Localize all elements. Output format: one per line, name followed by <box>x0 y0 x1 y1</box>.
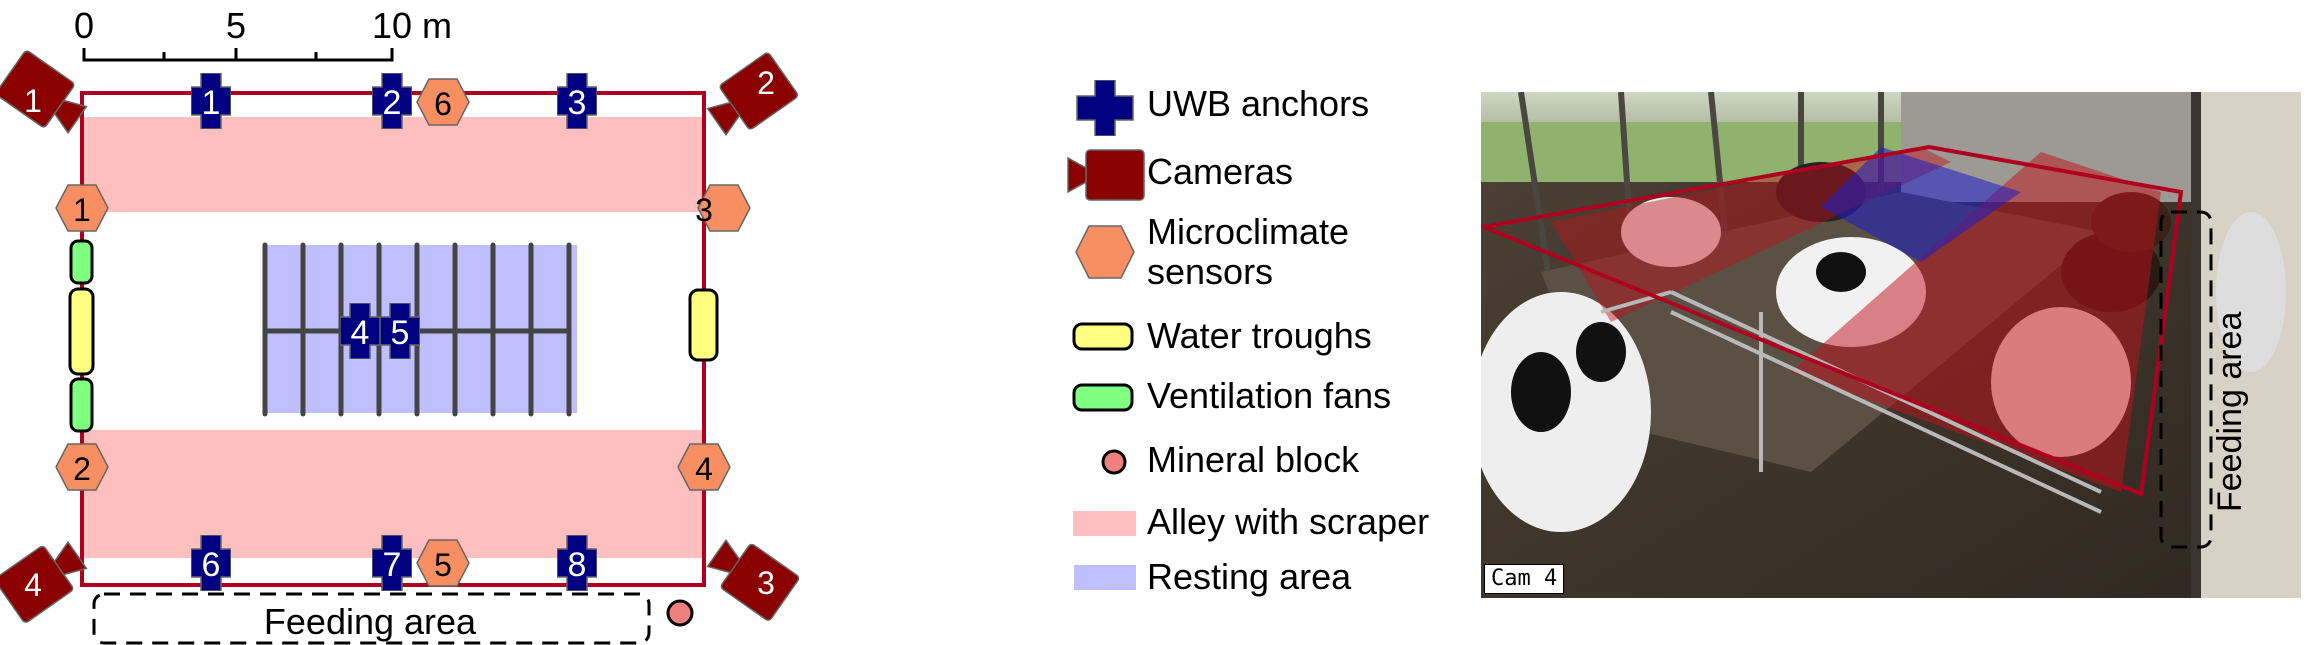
ventilation-fan-2 <box>69 377 94 433</box>
camera-2 <box>699 50 800 144</box>
svg-text:2: 2 <box>383 84 402 122</box>
feeding-area-outline <box>92 592 651 645</box>
mineral-block <box>666 599 694 627</box>
camera-3-label: 3 <box>757 565 775 601</box>
legend-fan-icon <box>1072 383 1134 412</box>
camera-4-label: 4 <box>24 567 42 603</box>
legend: UWB anchors Cameras Microclimate sensors… <box>1060 70 1480 645</box>
svg-text:1: 1 <box>202 84 221 122</box>
camera-1 <box>0 48 95 142</box>
uwb-anchor-2: 2 <box>372 73 412 129</box>
camera-4-photo: Feeding area Cam 4 <box>1481 92 2301 598</box>
feeding-area-label: Feeding area <box>264 601 477 642</box>
water-trough-2 <box>688 288 719 362</box>
sensor-2: 2 <box>55 443 109 491</box>
sensor-4: 4 <box>677 443 731 491</box>
photo-feeding-area-outline <box>2159 210 2213 549</box>
svg-text:3: 3 <box>695 192 713 228</box>
uwb-anchor-4: 4 <box>340 303 380 359</box>
uwb-anchor-7: 7 <box>372 535 412 591</box>
svg-text:6: 6 <box>202 546 221 584</box>
legend-alley-swatch <box>1073 511 1136 536</box>
svg-text:4: 4 <box>351 314 370 352</box>
legend-label-sensors-line1: Microclimate <box>1147 211 1350 252</box>
legend-uwb-icon <box>1076 80 1134 136</box>
sensor-1: 1 <box>55 184 109 232</box>
uwb-anchor-6: 6 <box>191 535 231 591</box>
legend-label-alley: Alley with scraper <box>1147 501 1430 542</box>
svg-text:2: 2 <box>73 451 91 487</box>
scale-tick-5: 5 <box>226 5 246 46</box>
svg-text:5: 5 <box>391 314 410 352</box>
alley-top <box>84 117 704 212</box>
legend-label-cameras: Cameras <box>1147 151 1294 192</box>
legend-trough-icon <box>1072 322 1134 351</box>
photo-feeding-area-label: Feeding area <box>2211 312 2249 512</box>
legend-mineral-icon <box>1101 449 1127 475</box>
svg-text:5: 5 <box>434 547 452 583</box>
svg-text:7: 7 <box>383 546 402 584</box>
scale-tick-10: 10 m <box>372 5 452 46</box>
legend-sensor-icon <box>1075 225 1135 279</box>
uwb-anchor-3: 3 <box>557 73 597 129</box>
camera-1-label: 1 <box>24 83 42 119</box>
uwb-anchor-1: 1 <box>191 73 231 129</box>
photo-alley-overlay-right <box>1791 152 2161 492</box>
photo-resting-overlay <box>1821 147 2021 262</box>
floor-plan: 0 5 10 m Feeding area 1 2 3 4 5 6 7 8 1 … <box>0 5 801 645</box>
water-trough-1 <box>68 287 95 376</box>
legend-label-resting: Resting area <box>1147 556 1352 597</box>
svg-text:3: 3 <box>568 84 587 122</box>
svg-text:1: 1 <box>73 192 91 228</box>
legend-label-uwb: UWB anchors <box>1147 83 1370 124</box>
legend-resting-swatch <box>1074 565 1136 590</box>
svg-text:6: 6 <box>434 86 452 122</box>
svg-text:4: 4 <box>695 451 713 487</box>
sensor-6: 6 <box>416 78 470 126</box>
sensor-3: 3 <box>695 184 751 232</box>
ventilation-fan-1 <box>69 239 94 285</box>
legend-label-fans: Ventilation fans <box>1147 375 1392 416</box>
legend-label-mineral: Mineral block <box>1147 439 1360 480</box>
legend-camera-icon <box>1067 149 1145 201</box>
svg-text:8: 8 <box>568 546 587 584</box>
legend-label-sensors-line2: sensors <box>1147 251 1274 292</box>
legend-label-troughs: Water troughs <box>1147 315 1372 356</box>
uwb-anchor-5: 5 <box>380 303 420 359</box>
camera-label-tag: Cam 4 <box>1484 564 1565 594</box>
uwb-anchor-8: 8 <box>557 535 597 591</box>
camera-2-label: 2 <box>757 65 775 101</box>
scale-tick-0: 0 <box>74 5 94 46</box>
camera-4 <box>0 531 93 625</box>
photo-pen-outline <box>1481 144 2184 497</box>
camera-3 <box>701 529 801 623</box>
sensor-5: 5 <box>416 539 470 587</box>
resting-area <box>262 242 577 417</box>
scale-bar: 0 5 10 m <box>74 5 452 62</box>
barn-scene: Feeding area <box>1481 92 2301 598</box>
